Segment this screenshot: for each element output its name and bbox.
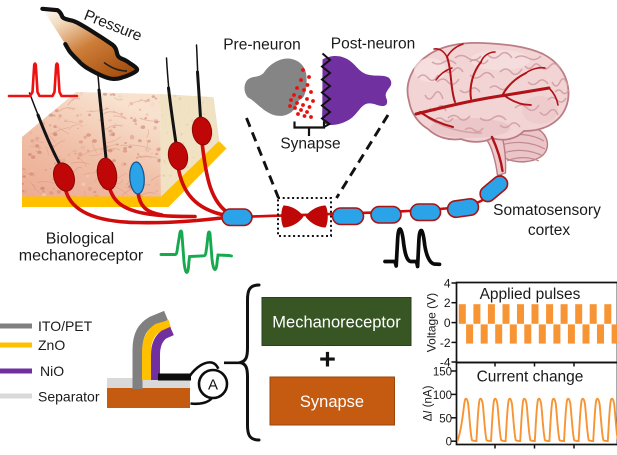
svg-text:Mechanoreceptor: Mechanoreceptor: [272, 314, 401, 332]
svg-text:Synapse: Synapse: [300, 393, 364, 411]
svg-text:50: 50: [439, 413, 452, 425]
svg-text:100: 100: [433, 390, 452, 402]
svg-text:Biological: Biological: [46, 231, 114, 248]
svg-text:ΔI (nA): ΔI (nA): [423, 385, 435, 421]
svg-text:Applied pulses: Applied pulses: [480, 286, 581, 303]
svg-text:mechanoreceptor: mechanoreceptor: [19, 248, 144, 265]
svg-text:NiO: NiO: [40, 363, 64, 379]
svg-text:A: A: [208, 377, 218, 394]
svg-text:4: 4: [444, 277, 451, 291]
svg-text:ITO/PET: ITO/PET: [38, 318, 93, 334]
svg-text:Pre-neuron: Pre-neuron: [223, 37, 301, 54]
svg-text:0: 0: [444, 316, 451, 330]
svg-text:Current change: Current change: [477, 369, 584, 386]
svg-text:cortex: cortex: [528, 222, 570, 239]
svg-text:-4: -4: [440, 356, 451, 370]
svg-text:0: 0: [446, 437, 452, 449]
svg-text:-2: -2: [440, 336, 451, 350]
svg-text:+: +: [319, 344, 336, 376]
svg-text:Synapse: Synapse: [280, 136, 340, 153]
svg-text:2: 2: [444, 296, 451, 310]
svg-text:ZnO: ZnO: [38, 337, 65, 353]
svg-text:Voltage (V): Voltage (V): [425, 293, 439, 352]
svg-text:150: 150: [433, 367, 452, 379]
svg-text:Somatosensory: Somatosensory: [493, 202, 601, 219]
svg-text:Post-neuron: Post-neuron: [331, 36, 415, 53]
svg-text:Separator: Separator: [38, 389, 100, 405]
